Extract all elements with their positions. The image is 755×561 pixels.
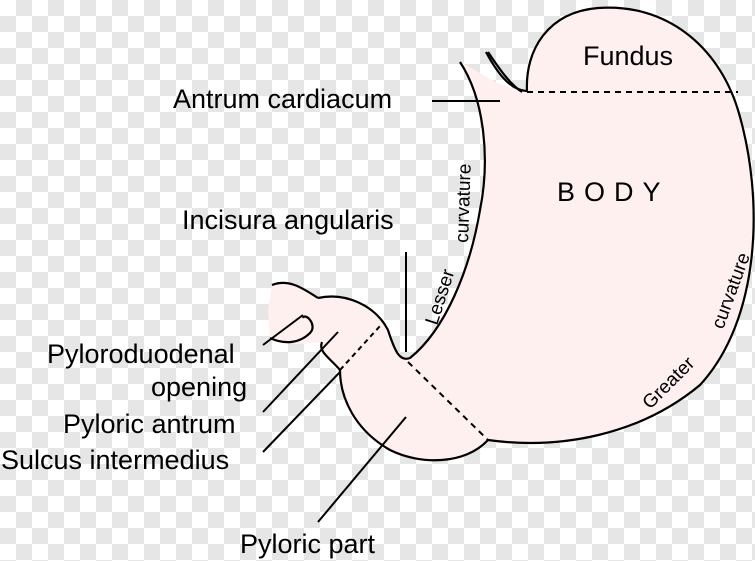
fundus-greater-curvature-line bbox=[338, 6, 755, 462]
body-label: BODY bbox=[557, 177, 670, 207]
fundus-label: Fundus bbox=[583, 41, 673, 71]
pyloroduodenal-leader bbox=[262, 314, 304, 346]
pyloric-part-leader bbox=[317, 416, 407, 523]
pyloroduodenal-label-line1: Pyloroduodenal bbox=[47, 339, 235, 369]
pyloric-antrum-leader bbox=[262, 331, 339, 413]
esophagus-stub bbox=[485, 51, 528, 93]
pyloroduodenal-label-line2: opening bbox=[151, 372, 247, 402]
antrum-cardiacum-label: Antrum cardiacum bbox=[173, 84, 392, 114]
duodenum-outline bbox=[269, 281, 341, 371]
stomach-outline bbox=[268, 7, 754, 461]
sulcus-intermedius-label: Sulcus intermedius bbox=[1, 445, 229, 475]
incisura-angularis-label: Incisura angularis bbox=[182, 205, 394, 235]
pyloric-antrum-label: Pyloric antrum bbox=[63, 409, 236, 439]
sulcus-intermedius-divider bbox=[339, 325, 381, 371]
sulcus-intermedius-leader bbox=[262, 371, 341, 453]
pyloric-body-divider bbox=[407, 361, 489, 441]
pyloric-part-label: Pyloric part bbox=[240, 529, 376, 559]
lesser-curvature-label-2: curvature bbox=[452, 163, 476, 243]
